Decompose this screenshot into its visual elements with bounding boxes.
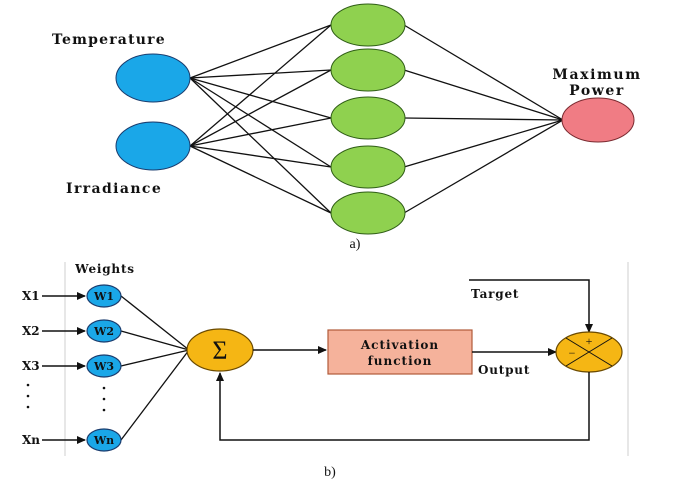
input-node-temperature: [115, 53, 191, 103]
panel-b-caption: b): [324, 465, 336, 480]
weight-node-w3: [86, 354, 122, 378]
hidden-node-5: [330, 191, 406, 235]
input-label-irradiance: Irradiance: [66, 181, 162, 197]
summation-symbol: Σ: [212, 336, 227, 365]
hidden-node-3: [330, 96, 406, 140]
weight-label-wn: Wn: [93, 434, 114, 447]
output-label-line2: Power: [569, 83, 625, 99]
output-label: Output: [478, 363, 530, 377]
input-ellipsis-dots: [26, 383, 106, 412]
target-label: Target: [471, 287, 519, 301]
input-hidden-connections: [189, 24, 332, 214]
weights-title: Weights: [74, 262, 135, 276]
hidden-node-4: [330, 145, 406, 189]
weight-node-w2: [86, 319, 122, 343]
weight-label-w1: W1: [93, 290, 114, 303]
input-node-irradiance: [115, 121, 191, 171]
comparator-minus-sign: −: [569, 346, 576, 360]
hidden-node-1: [330, 3, 406, 47]
comparator-plus-sign: +: [586, 334, 593, 348]
output-node-maximum-power: [561, 97, 635, 143]
panel-b: Weights X1 X2 X3 Xn: [22, 262, 629, 480]
input-label-x2: X2: [22, 324, 40, 338]
panel-a-caption: a): [350, 237, 361, 252]
activation-label-line1: Activation: [360, 338, 439, 352]
input-label-temperature: Temperature: [52, 32, 166, 48]
activation-label-line2: function: [368, 354, 433, 368]
output-label-line1: Maximum: [552, 67, 641, 83]
input-label-x1: X1: [22, 289, 40, 303]
input-label-xn: Xn: [22, 433, 40, 447]
hidden-output-connections: [403, 24, 564, 214]
panel-a: Temperature Irradiance Maximum Power a): [52, 3, 641, 252]
input-arrows: [42, 292, 86, 444]
hidden-node-2: [330, 48, 406, 92]
weight-label-w2: W2: [93, 325, 114, 338]
weight-sum-connections: [120, 295, 190, 441]
target-arrow: [469, 279, 593, 333]
feedback-loop-arrow: [216, 372, 590, 441]
weight-node-w1: [86, 284, 122, 308]
weight-label-w3: W3: [93, 360, 114, 373]
input-label-x3: X3: [22, 359, 40, 373]
weight-node-wn: [86, 428, 122, 452]
